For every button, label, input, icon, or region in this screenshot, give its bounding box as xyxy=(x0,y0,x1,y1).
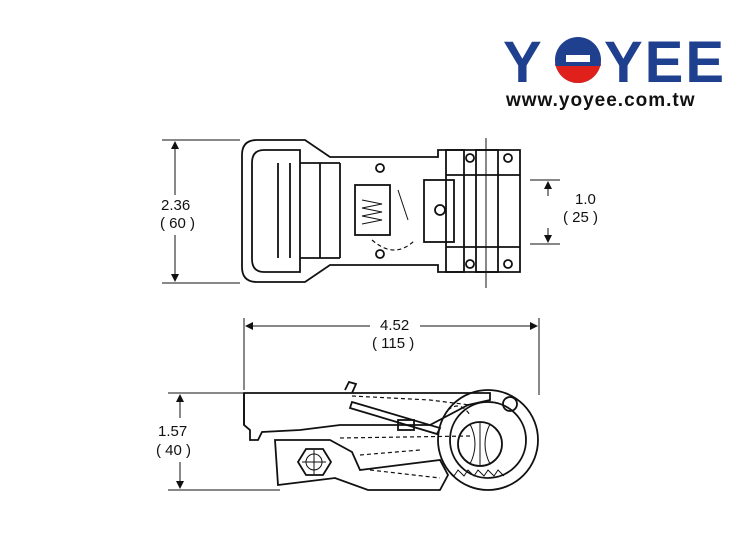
side-view-drawing xyxy=(243,380,539,491)
logo-y: Y xyxy=(503,30,544,95)
dim-side-height: 1.57 ( 40 ) xyxy=(156,392,280,491)
logo-o-globe xyxy=(555,37,601,83)
top-height-mm-label: ( 60 ) xyxy=(160,215,195,232)
brand-url: www.yoyee.com.tw xyxy=(505,90,696,111)
slot-width-in-label: 1.0 xyxy=(575,191,596,208)
side-height-mm-label: ( 40 ) xyxy=(156,442,191,459)
top-height-in-label: 2.36 xyxy=(161,197,190,214)
dim-top-height: 2.36 ( 60 ) xyxy=(160,139,240,284)
brand-logo: Y YEE www.yoyee.com.tw xyxy=(503,30,726,111)
length-mm-label: ( 115 ) xyxy=(372,335,414,352)
slot-width-mm-label: ( 25 ) xyxy=(563,209,598,226)
side-height-in-label: 1.57 xyxy=(158,423,187,440)
top-view-drawing xyxy=(241,138,521,288)
dim-length: 4.52 ( 115 ) xyxy=(243,317,540,395)
logo-yee: YEE xyxy=(604,30,726,95)
length-in-label: 4.52 xyxy=(380,317,409,334)
dim-slot-width: 1.0 ( 25 ) xyxy=(530,179,598,245)
